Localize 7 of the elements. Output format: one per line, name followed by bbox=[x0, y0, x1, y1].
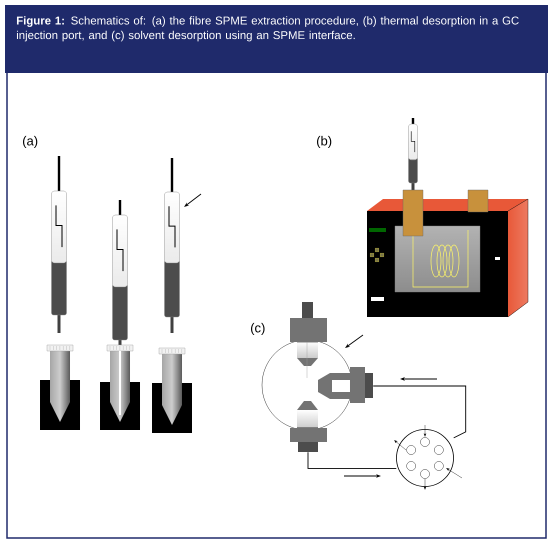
panel-label: (c) bbox=[251, 322, 265, 336]
caption-banner: Figure 1: Schematics of: (a) the fibre SPME extraction procedure, (b) thermal desorption in a GC injection port, and (c) solvent desorption using an SPME interface. bbox=[5, 5, 548, 73]
pipe-line bbox=[372, 386, 466, 438]
panel-label: (b) bbox=[317, 136, 332, 148]
panel-label: (a) bbox=[23, 136, 38, 148]
valve-drawing bbox=[394, 424, 462, 490]
pipe-line bbox=[308, 452, 397, 469]
